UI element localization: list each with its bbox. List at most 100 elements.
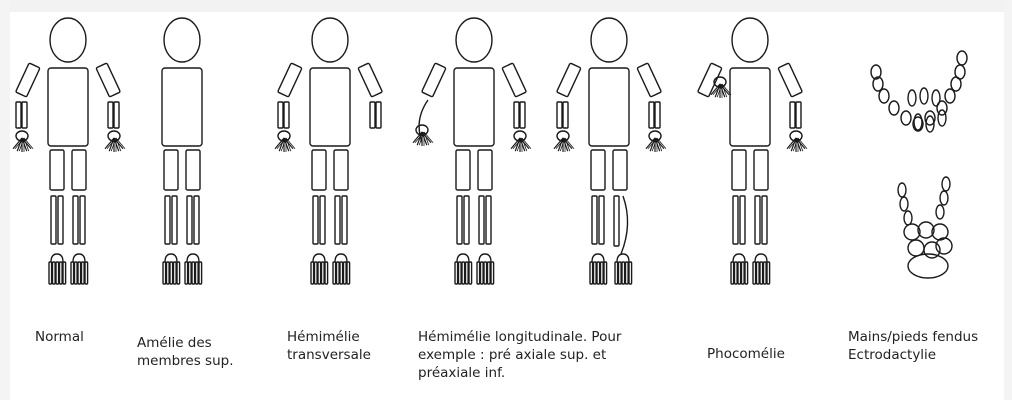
label-amelia: Amélie des membres sup.: [137, 334, 234, 370]
torso: [730, 68, 770, 146]
leg-bone: [762, 196, 767, 244]
upper-arm-right: [96, 63, 120, 97]
bone: [904, 211, 912, 225]
upper-arm-left: [278, 63, 302, 97]
figure-longitudinal: [413, 18, 531, 284]
bone: [955, 65, 965, 79]
toe: [597, 262, 600, 284]
toe: [462, 262, 465, 284]
leg-bone: [187, 196, 192, 244]
thigh: [334, 150, 348, 190]
label-phocomelia: Phocomélie: [707, 345, 785, 363]
heel: [592, 254, 604, 262]
heel: [755, 254, 767, 262]
leg-bone: [335, 196, 340, 244]
figure-phocomelia: [698, 18, 807, 284]
bone: [898, 183, 906, 197]
figure-amelia: [162, 18, 202, 284]
heel: [457, 254, 469, 262]
upper-arm-right: [778, 63, 802, 97]
toe: [484, 262, 487, 284]
toe: [192, 262, 195, 284]
toe: [735, 262, 738, 284]
toe: [491, 262, 494, 284]
toe: [63, 262, 66, 284]
bone: [920, 88, 928, 104]
toe: [53, 262, 56, 284]
leg-bone: [165, 196, 170, 244]
bone: [957, 51, 967, 65]
head: [312, 18, 348, 62]
cleft-foot: [898, 177, 952, 278]
toe: [481, 262, 484, 284]
label-transverse-line-1: Hémimélie: [287, 328, 371, 346]
toe: [757, 262, 760, 284]
toe: [189, 262, 192, 284]
toe: [318, 262, 321, 284]
label-amelia-line-1: Amélie des: [137, 334, 234, 352]
leg-bone: [592, 196, 597, 244]
toe: [170, 262, 173, 284]
toe: [196, 262, 199, 284]
forearm-bone: [514, 102, 519, 128]
toe: [311, 262, 314, 284]
torso: [48, 68, 88, 146]
label-transverse-line-2: transversale: [287, 346, 371, 364]
toe: [56, 262, 59, 284]
forearm-bone: [557, 102, 562, 128]
curved-leg-bone: [621, 196, 628, 254]
upper-arm-left: [698, 63, 722, 97]
leg-bone: [58, 196, 63, 244]
finger: [556, 138, 565, 149]
forearm-bone: [655, 102, 660, 128]
bone: [932, 90, 940, 106]
toe: [622, 262, 625, 284]
thigh: [50, 150, 64, 190]
toe: [629, 262, 632, 284]
forearm-bone: [108, 102, 113, 128]
label-longitudinal-line-2: exemple : pré axiale sup. et: [418, 346, 621, 364]
leg-bone: [172, 196, 177, 244]
toe: [315, 262, 318, 284]
forearm-bone: [563, 102, 568, 128]
torso: [162, 68, 202, 146]
toe: [163, 262, 166, 284]
bone: [889, 101, 899, 115]
upper-arm-right: [502, 63, 526, 97]
leg-bone: [464, 196, 469, 244]
label-longitudinal-line-3: préaxiale inf.: [418, 364, 621, 382]
toe: [455, 262, 458, 284]
thigh: [754, 150, 768, 190]
toe: [767, 262, 770, 284]
bone: [908, 240, 924, 256]
figure-normal: [13, 18, 125, 284]
forearm-bone: [370, 102, 375, 128]
leg-bone: [740, 196, 745, 244]
toe: [174, 262, 177, 284]
toe: [85, 262, 88, 284]
bone: [900, 197, 908, 211]
toe: [488, 262, 491, 284]
forearm-bone: [16, 102, 21, 128]
toe: [764, 262, 767, 284]
leg-bone: [80, 196, 85, 244]
leg-bone: [755, 196, 760, 244]
bone: [940, 191, 948, 205]
toe: [738, 262, 741, 284]
figure-transverse: [275, 18, 382, 284]
toe: [601, 262, 604, 284]
toe: [760, 262, 763, 284]
bone: [942, 177, 950, 191]
label-longitudinal-line-1: Hémimélie longitudinale. Pour: [418, 328, 621, 346]
heel: [479, 254, 491, 262]
torso: [589, 68, 629, 146]
forearm-bone: [376, 102, 381, 128]
torso: [310, 68, 350, 146]
thigh: [732, 150, 746, 190]
toe: [753, 262, 756, 284]
toe: [322, 262, 325, 284]
head: [591, 18, 627, 62]
toe: [185, 262, 188, 284]
forearm-bone: [22, 102, 27, 128]
